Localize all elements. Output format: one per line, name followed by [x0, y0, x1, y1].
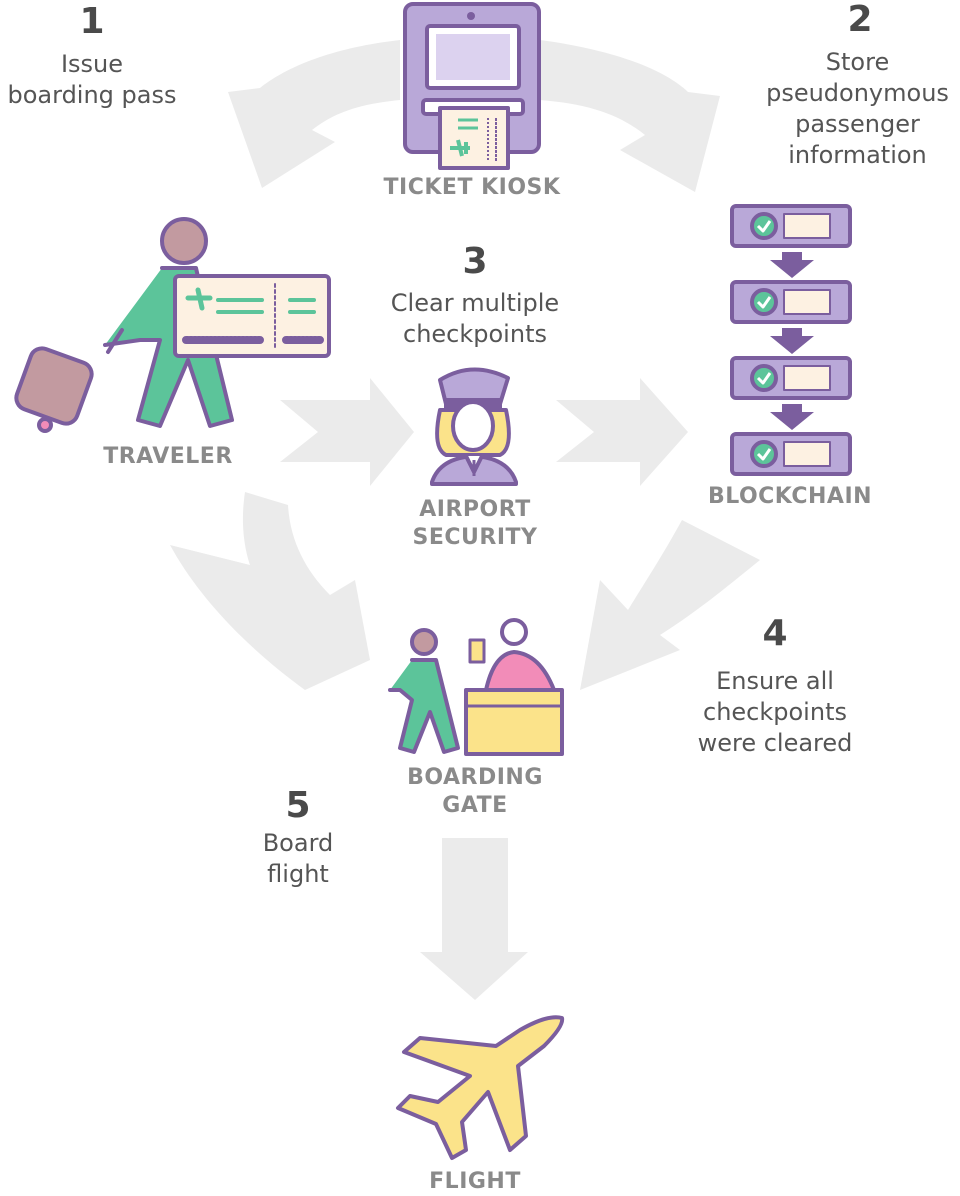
block-2 [730, 280, 852, 324]
airport-security-icon [430, 367, 518, 486]
airplane-icon [396, 1015, 565, 1160]
chain-arrow-3 [770, 404, 814, 430]
arrow-traveler-to-gate [170, 492, 370, 690]
arrow-security-to-blockchain [556, 378, 688, 486]
arrow-blockchain-to-gate [580, 520, 760, 690]
step-4-number: 4 [762, 613, 788, 654]
arrow-kiosk-to-traveler [228, 40, 400, 188]
airport-security-label: AIRPORT SECURITY [412, 497, 538, 550]
step-3-text: Clear multiple checkpoints [390, 289, 560, 348]
arrow-kiosk-to-blockchain [540, 40, 720, 192]
block-3 [730, 356, 852, 400]
flow-arrows [170, 40, 760, 1000]
arrow-traveler-to-security [280, 378, 414, 486]
blockchain-label: BLOCKCHAIN [707, 484, 873, 509]
step-1-number: 1 [79, 1, 105, 42]
chain-arrow-1 [770, 252, 814, 278]
ticket-kiosk-label: TICKET KIOSK [383, 175, 561, 200]
block-4 [730, 432, 852, 476]
block-1 [730, 204, 852, 248]
blockchain-icon [730, 204, 852, 476]
step-2-number: 2 [847, 0, 873, 40]
traveler-icon [14, 217, 331, 433]
arrow-gate-to-flight [420, 838, 528, 1000]
step-2-text: Store pseudonymous passenger information [766, 48, 949, 169]
step-1-text: Issue boarding pass [7, 50, 177, 109]
boarding-gate-label: BOARDING GATE [407, 765, 543, 818]
chain-arrow-2 [770, 328, 814, 354]
step-3-number: 3 [462, 241, 488, 282]
flight-label: FLIGHT [429, 1169, 521, 1194]
step-4-text: Ensure all checkpoints were cleared [697, 667, 853, 757]
step-5-number: 5 [285, 785, 311, 826]
traveler-label: TRAVELER [103, 444, 233, 469]
step-5-text: Board flight [262, 829, 334, 888]
boarding-gate-icon [388, 618, 564, 756]
ticket-kiosk-icon [403, 2, 541, 170]
